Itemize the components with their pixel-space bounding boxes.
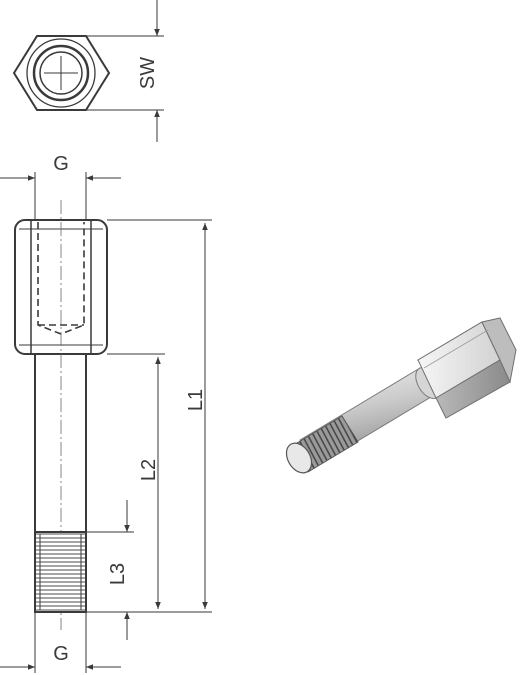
g-top-label: G [53,153,69,175]
bore-inner-circle [39,51,83,95]
render-thread-end [285,442,313,474]
g-bottom-label: G [53,643,69,665]
hex-chamfer-circle [26,38,96,108]
side-view: G G L1 L2 L3 [0,153,212,673]
render-hex-face-right [481,317,517,384]
sw-label: SW [137,57,159,89]
top-view: SW [12,0,164,142]
shaft [34,353,87,533]
isometric-render [285,317,517,474]
l2-label: L2 [138,459,160,481]
thread-section [34,531,87,613]
l1-label: L1 [185,389,207,411]
bore-outer-circle [32,44,90,102]
render-hex-chamfer [423,329,489,369]
l3-label: L3 [107,563,129,585]
